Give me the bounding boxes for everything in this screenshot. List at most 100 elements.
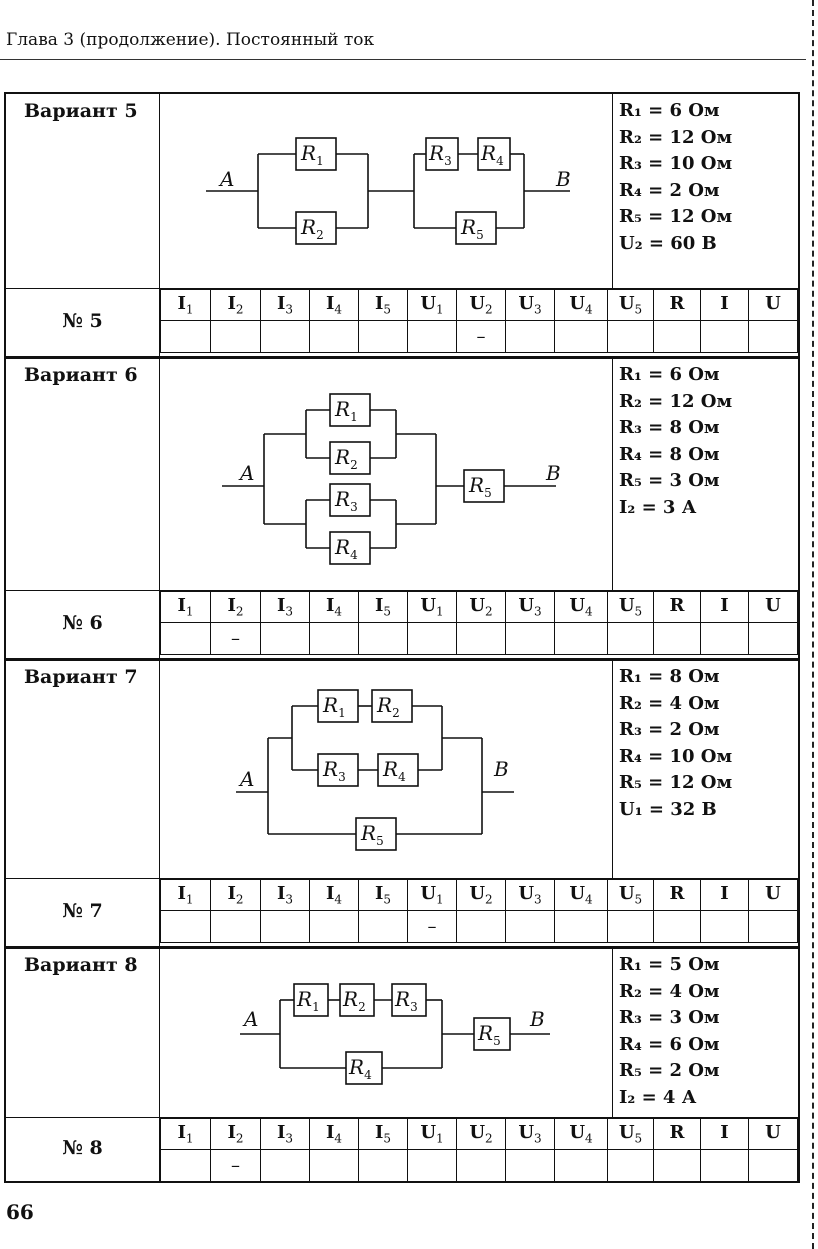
answer-cell[interactable]	[358, 622, 408, 655]
answer-cell[interactable]	[160, 1149, 211, 1182]
answer-cell[interactable]	[309, 910, 359, 943]
column-header: I3	[260, 879, 310, 911]
answer-cell[interactable]	[653, 320, 701, 353]
answer-cell[interactable]	[407, 1149, 457, 1182]
node-a-label: A	[242, 1007, 258, 1031]
answer-cell[interactable]	[700, 622, 749, 655]
column-header: U3	[505, 879, 555, 911]
answer-cell[interactable]	[748, 1149, 798, 1182]
answer-cell[interactable]	[653, 1149, 701, 1182]
answer-cell[interactable]	[554, 320, 608, 353]
column-header-symbol: I	[276, 595, 286, 617]
answer-cell[interactable]	[260, 320, 310, 353]
given-line: U₁ = 32 В	[619, 798, 717, 820]
column-header-subscript: 5	[383, 302, 392, 317]
column-header-symbol: I	[227, 883, 236, 905]
column-header-subscript: 2	[485, 892, 493, 907]
answer-cell[interactable]	[607, 622, 654, 655]
answer-cell[interactable]	[456, 910, 506, 943]
answer-cell[interactable]	[160, 622, 211, 655]
answer-cell[interactable]	[260, 622, 310, 655]
answer-cell[interactable]	[505, 320, 555, 353]
answer-cell[interactable]	[653, 910, 701, 943]
answer-cell[interactable]	[748, 320, 798, 353]
resistor-label-r4: R4	[348, 1055, 372, 1082]
answer-cell[interactable]	[456, 622, 506, 655]
variant-title: Вариант 5	[6, 94, 160, 288]
answer-cell[interactable]	[407, 320, 457, 353]
answer-cell[interactable]	[607, 320, 654, 353]
answer-cell[interactable]	[210, 910, 261, 943]
answer-cell[interactable]	[505, 1149, 555, 1182]
resistor-label-r5: R5	[468, 473, 492, 500]
answer-cell-given: –	[210, 622, 261, 655]
column-header-symbol: U	[618, 293, 635, 315]
column-header: I1	[160, 1118, 211, 1150]
answer-cell[interactable]	[700, 910, 749, 943]
column-header-subscript: 1	[185, 604, 194, 619]
column-header: I1	[160, 289, 211, 321]
given-line: R₁ = 6 Ом	[619, 364, 720, 385]
chapter-header: Глава 3 (продолжение). Постоянный ток	[6, 30, 375, 50]
answer-cell[interactable]	[505, 910, 555, 943]
answer-cell[interactable]	[505, 622, 555, 655]
column-header-subscript: 4	[334, 302, 343, 317]
answer-cell[interactable]	[748, 910, 798, 943]
answer-cell[interactable]	[160, 320, 211, 353]
answer-cell[interactable]	[160, 910, 211, 943]
answer-cell[interactable]	[309, 1149, 359, 1182]
answer-cell-given: –	[407, 910, 457, 943]
given-values: R₁ = 5 Ом R₂ = 4 Ом R₃ = 3 Ом R₄ = 6 Ом …	[612, 948, 798, 1117]
answer-cell[interactable]	[358, 320, 408, 353]
answer-cell[interactable]	[607, 1149, 654, 1182]
column-header-symbol: U	[469, 883, 486, 905]
given-line: R₃ = 3 Ом	[619, 1007, 720, 1028]
column-header: U2	[456, 879, 506, 911]
answer-cell[interactable]	[358, 1149, 408, 1182]
column-header-symbol: I	[276, 883, 286, 905]
column-header: I2	[210, 879, 261, 911]
column-header-subscript: 3	[285, 892, 294, 907]
answer-cell[interactable]	[748, 622, 798, 655]
answer-cell[interactable]	[407, 622, 457, 655]
answer-cell[interactable]	[309, 320, 359, 353]
column-header-subscript: 3	[285, 302, 294, 317]
resistor-label-r2: R2	[334, 445, 358, 472]
answer-cell[interactable]	[260, 1149, 310, 1182]
variants-frame: Вариант 5 A B R1 R2 R3	[4, 92, 800, 1183]
answer-cell[interactable]	[653, 622, 701, 655]
circuit-diagram-7: A B R1 R2 R3 R4 R5	[160, 660, 612, 878]
given-line: R₃ = 2 Ом	[619, 719, 720, 740]
resistor-label-r1: R1	[296, 987, 320, 1014]
answer-cell[interactable]	[700, 1149, 749, 1182]
answer-cell[interactable]	[260, 910, 310, 943]
node-a-label: A	[218, 167, 234, 191]
answer-cell[interactable]	[554, 1149, 608, 1182]
given-line: R₅ = 2 Ом	[619, 1060, 720, 1081]
resistor-label-r4: R4	[480, 141, 504, 168]
column-header-symbol: I	[177, 293, 186, 315]
answer-cell[interactable]	[210, 320, 261, 353]
given-line: R₄ = 10 Ом	[619, 745, 733, 767]
resistor-label-r4: R4	[382, 757, 406, 784]
column-header: I3	[260, 591, 310, 623]
answer-cell[interactable]	[554, 910, 608, 943]
answer-cell[interactable]	[309, 622, 359, 655]
answer-cell[interactable]	[700, 320, 749, 353]
column-header: U4	[554, 591, 608, 623]
column-header-symbol: I	[177, 1122, 186, 1144]
variant-title: Вариант 7	[6, 660, 160, 878]
given-values: R₁ = 6 Ом R₂ = 12 Ом R₃ = 10 Ом R₄ = 2 О…	[612, 94, 798, 288]
variant-5-block: Вариант 5 A B R1 R2 R3	[6, 94, 798, 358]
column-header-symbol: U	[518, 595, 535, 617]
answer-cell[interactable]	[554, 622, 608, 655]
column-header-symbol: I	[177, 883, 186, 905]
answer-cell[interactable]	[607, 910, 654, 943]
answer-cell[interactable]	[456, 1149, 506, 1182]
column-header-subscript: 4	[334, 892, 343, 907]
resistor-label-r5: R5	[477, 1021, 501, 1048]
resistor-label-r2: R2	[300, 215, 324, 242]
answer-cell[interactable]	[358, 910, 408, 943]
